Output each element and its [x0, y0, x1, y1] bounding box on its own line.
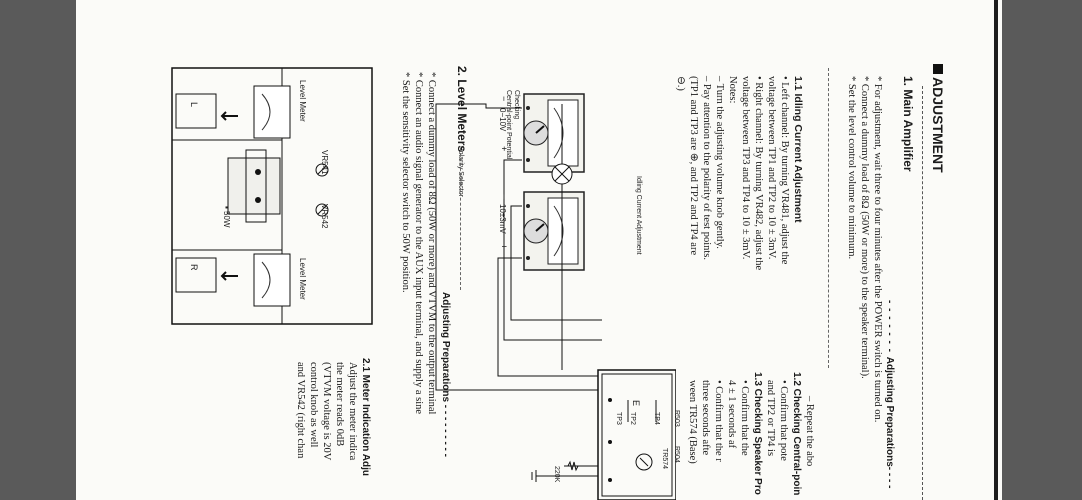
lead-1 — [435, 103, 522, 376]
scanned-page: ADJUSTMENT 1. Main Amplifier - - - - - -… — [76, 0, 1002, 500]
s12-line-10: ween TR574 (Base) — [687, 380, 698, 464]
s1-title: 1. Main Amplifier — [901, 76, 915, 172]
s1-rule — [828, 68, 830, 368]
s12-line-5: 1.3 Checking Speaker Pro — [752, 372, 763, 495]
vr542-pot — [315, 203, 329, 217]
amp-board — [597, 369, 676, 500]
s11-line-8: (TP1 and TP3 are ⊕, and TP2 and TP4 are — [688, 76, 699, 256]
s11-title: 1.1 Idling Current Adjustment — [792, 76, 804, 223]
r503-label: R503 — [673, 410, 680, 427]
arrow-right-meter — [220, 271, 238, 281]
s11-line-3: • Right channel: By turning VR482, adjus… — [753, 76, 764, 271]
s11-line-4: voltage between TP3 and TP4 to 10 ± 3mV. — [740, 76, 751, 260]
idling-label: Idling Current Adjustment — [635, 176, 642, 255]
level-meter-diagram — [171, 67, 373, 325]
s2-title: 2. Level Meters — [455, 66, 469, 153]
tp3-label: TP3 — [615, 412, 622, 425]
s12-line-8: • Confirm that the r — [713, 380, 724, 462]
s21-line-1: 2.1 Meter Indication Adju — [360, 358, 371, 476]
s12-line-1: – Repeat the abo — [804, 396, 815, 467]
s11-line-2: voltage between TP1 and TP2 to 10 ± 3mV. — [766, 76, 777, 260]
minus-left: − — [499, 96, 509, 102]
r-label: R — [189, 264, 199, 271]
s12-line-9: three seconds afte — [700, 380, 711, 456]
checking-label: Checking — [513, 90, 520, 120]
heading-square-icon — [933, 64, 943, 74]
s1-prep-2: * Connect a dummy load of 8Ω (50W or mor… — [859, 76, 870, 379]
vr541-pot — [315, 163, 329, 177]
lead-5 — [435, 376, 676, 391]
minus-right: − — [499, 194, 509, 200]
level-meter-left-label: Level Meter — [298, 80, 307, 122]
s11-line-1: • Left channel: By turning VR481, adjust… — [779, 76, 790, 265]
s12-line-7: 4 ± 1 seconds af — [726, 380, 737, 449]
s12-line-6: • Confirm that the — [739, 380, 750, 456]
lead-4 — [497, 257, 626, 377]
vr541-label: VR541 — [320, 150, 329, 175]
vu-meter-right — [253, 253, 291, 307]
polarity-selector — [551, 104, 573, 370]
s2-prep-3: * Set the sensitivity selector switch to… — [400, 72, 411, 293]
s21-line-4: (VTVM voltage is 20V — [321, 362, 332, 461]
s1-prep-title: - - - - - - - Adjusting Preparations- - … — [884, 300, 895, 489]
s21-line-6: and VR542 (right chan — [295, 362, 306, 459]
multimeter-left — [523, 93, 585, 173]
idling-adjust-diagram — [435, 93, 676, 500]
heading-rule — [922, 86, 924, 500]
l-label: L — [189, 102, 199, 108]
s21-line-5: control knob as well — [308, 362, 319, 448]
s11-line-6: – Turn the adjusting volume knob gently. — [714, 76, 725, 249]
s21-line-3: the meter reads 0dB — [334, 362, 345, 447]
s1-prep-1: * For adjustment, wait three to four min… — [872, 76, 883, 423]
tr574-label: TR574 — [661, 448, 668, 470]
tp4-label: TP4 — [653, 412, 660, 425]
s2-prep-2: * Connect an audio signal generator to t… — [413, 72, 424, 415]
lead-2 — [503, 159, 602, 341]
s2-prep-1: * Connect a dummy load of 8Ω (50W or mor… — [426, 72, 437, 415]
r220k-label: 220K — [553, 466, 560, 483]
lead-3 — [510, 205, 602, 321]
vu-meter-left — [253, 85, 291, 139]
tp2-label: TP2 — [629, 412, 636, 425]
s2-prep-title: Adjusting Preparations - - - - - - - - - — [440, 292, 451, 457]
s12-line-2: 1.2 Checking Central-poin — [791, 372, 802, 496]
s2-rule — [460, 148, 462, 290]
e-label: E — [631, 400, 641, 407]
s11-line-7: – Pay attention to the polarity of test … — [701, 76, 712, 261]
s21-line-2: Adjust the meter indica — [347, 362, 358, 461]
multimeter-right — [523, 191, 585, 271]
selector-switch — [227, 149, 281, 223]
vr542-label: VR542 — [320, 204, 329, 229]
range-right: 10±3mV — [498, 204, 507, 234]
arrow-left-meter — [220, 111, 238, 121]
s12-line-3: • Confirm that pote — [778, 380, 789, 461]
range-left: 0−10V — [498, 108, 507, 132]
section-heading: ADJUSTMENT — [930, 64, 946, 173]
r504-label: R504 — [673, 446, 680, 463]
scan-right-edge — [994, 0, 998, 500]
resistor-220k — [531, 460, 598, 482]
plus-right: + — [499, 244, 509, 250]
level-meter-right-label: Level Meter — [298, 258, 307, 300]
s1-prep-3: * Set the level control volume to minimu… — [846, 76, 857, 260]
s11-line-5: Notes: — [727, 76, 738, 104]
plus-left: + — [499, 146, 509, 152]
sw50-label: ▪ 50W — [222, 206, 231, 228]
s12-line-4: and TP2 or TP4 is — [765, 380, 776, 457]
